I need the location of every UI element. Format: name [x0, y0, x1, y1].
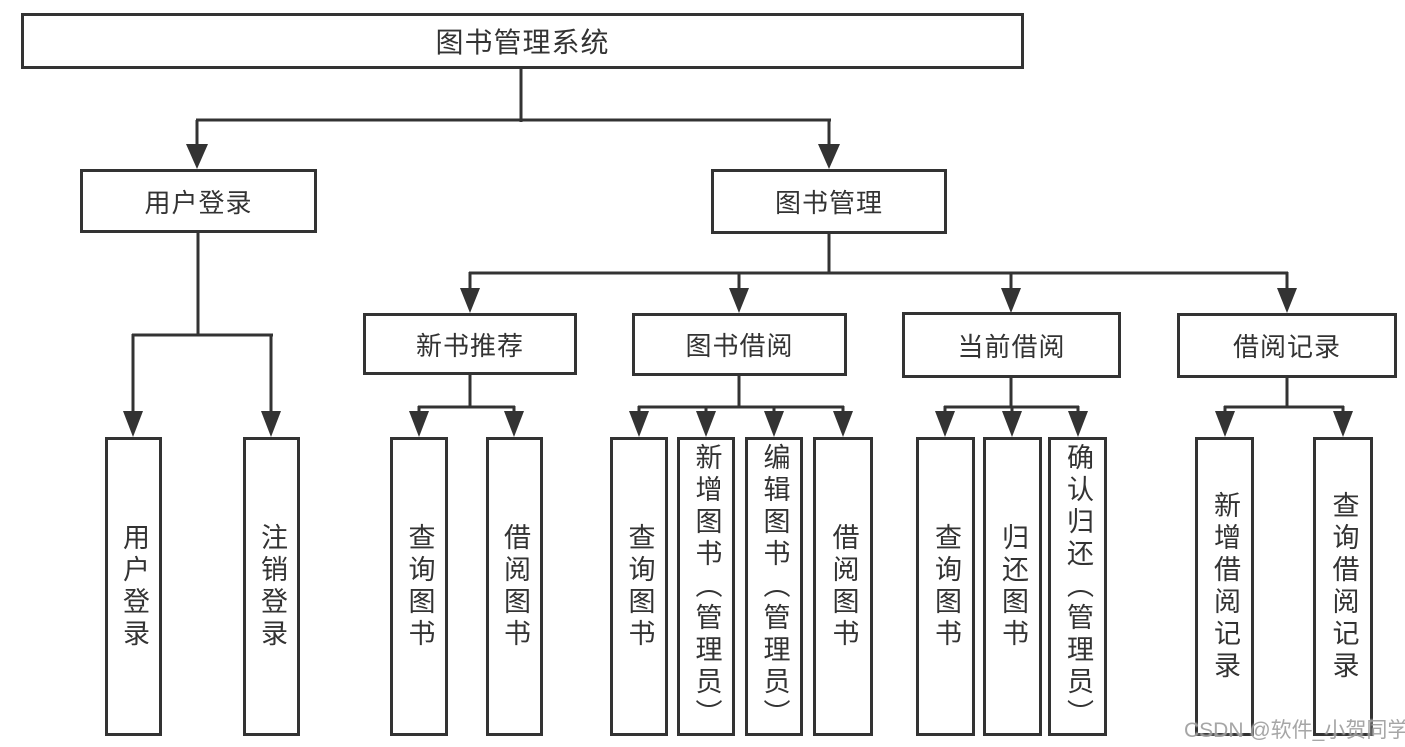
- node-book-borrowing: 图书借阅: [632, 313, 847, 376]
- leaf-query-books-current: 查询图书: [916, 437, 975, 736]
- arrowhead-down-icon: [1215, 411, 1235, 437]
- leaf-borrow-books: 借阅图书: [813, 437, 873, 736]
- leaf-query-books-borrow: 查询图书: [610, 437, 668, 736]
- leaf-add-borrow-record: 新增借阅记录: [1195, 437, 1254, 736]
- arrowhead-down-icon: [1068, 411, 1088, 437]
- leaf-logout-label: 注销登录: [257, 522, 287, 651]
- leaf-query-books-current-label: 查询图书: [931, 522, 961, 651]
- node-borrowing-records: 借阅记录: [1177, 313, 1397, 378]
- connector-book-management-children: [460, 234, 1297, 313]
- leaf-query-borrow-record: 查询借阅记录: [1313, 437, 1373, 736]
- leaf-borrow-books-label: 借阅图书: [828, 522, 859, 651]
- arrowhead-down-icon: [460, 288, 480, 313]
- leaf-query-books-borrow-label: 查询图书: [624, 522, 655, 651]
- connector-user-login-children: [123, 233, 281, 437]
- arrowhead-down-icon: [261, 411, 281, 437]
- connector-new-book-children: [409, 375, 524, 437]
- leaf-user-login-label: 用户登录: [119, 522, 149, 651]
- arrowhead-down-icon: [1001, 288, 1021, 313]
- arrowhead-down-icon: [1002, 411, 1022, 437]
- leaf-add-borrow-record-label: 新增借阅记录: [1210, 490, 1240, 683]
- node-book-management: 图书管理: [711, 169, 947, 234]
- leaf-add-book-admin: 新增图书（管理员）: [677, 437, 735, 736]
- arrowhead-down-icon: [123, 411, 143, 437]
- arrowhead-down-icon: [935, 411, 955, 437]
- leaf-confirm-return-admin: 确认归还（管理员）: [1048, 437, 1107, 736]
- csdn-watermark: CSDN @软件_小贺同学: [1184, 719, 1405, 742]
- leaf-return-books: 归还图书: [983, 437, 1042, 736]
- arrowhead-down-icon: [833, 411, 853, 437]
- arrowhead-down-icon: [504, 411, 524, 437]
- leaf-query-books-recommend: 查询图书: [390, 437, 448, 736]
- node-library-system: 图书管理系统: [21, 13, 1024, 69]
- arrowhead-down-icon: [1333, 411, 1353, 437]
- leaf-return-books-label: 归还图书: [998, 522, 1028, 651]
- arrowhead-down-icon: [409, 411, 429, 437]
- arrowhead-down-icon: [729, 288, 749, 313]
- node-user-login: 用户登录: [80, 169, 317, 233]
- arrowhead-down-icon: [764, 411, 784, 437]
- leaf-query-borrow-record-label: 查询借阅记录: [1328, 490, 1359, 683]
- leaf-confirm-return-admin-label: 确认归还（管理员）: [1063, 442, 1093, 731]
- arrowhead-down-icon: [696, 411, 716, 437]
- leaf-borrow-books-recommend-label: 借阅图书: [500, 522, 530, 651]
- leaf-logout: 注销登录: [243, 437, 300, 736]
- leaf-edit-book-admin-label: 编辑图书（管理员）: [759, 442, 790, 731]
- connector-current-borrow-children: [935, 378, 1088, 437]
- node-current-borrowing: 当前借阅: [902, 312, 1121, 378]
- leaf-query-books-recommend-label: 查询图书: [404, 522, 435, 651]
- leaf-edit-book-admin: 编辑图书（管理员）: [745, 437, 803, 736]
- leaf-add-book-admin-label: 新增图书（管理员）: [691, 442, 722, 731]
- arrowhead-down-icon: [1277, 288, 1297, 313]
- leaf-user-login: 用户登录: [105, 437, 162, 736]
- arrowhead-down-icon: [629, 411, 649, 437]
- arrowhead-down-icon: [186, 144, 208, 169]
- leaf-borrow-books-recommend: 借阅图书: [486, 437, 543, 736]
- connector-borrow-record-children: [1215, 378, 1353, 437]
- arrowhead-down-icon: [818, 144, 840, 169]
- connector-root-to-level2: [186, 68, 840, 169]
- node-new-book-recommendation: 新书推荐: [363, 313, 577, 375]
- connector-book-borrow-children: [629, 376, 853, 437]
